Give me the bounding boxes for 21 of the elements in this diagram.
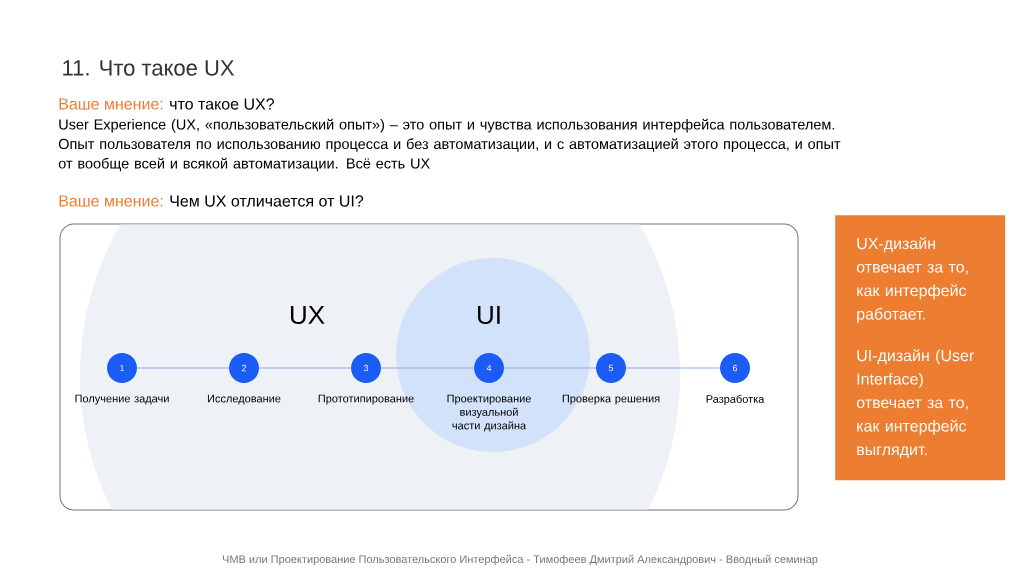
node-label: Проектирование визуальной части дизайна [447, 394, 531, 432]
node-label: Прототипирование [318, 394, 414, 405]
note-box: UX-дизайн отвечает за то, как интерфейс работает. UI-дизайн (User Interface) отвечает за то, как интерфейс выглядит. [835, 215, 1006, 481]
node-label: Получение задачи [75, 394, 169, 405]
connector-line [503, 367, 597, 369]
node-label: Разработка [706, 394, 765, 406]
question-text: Чем UX отличается от UI? [170, 195, 364, 207]
node-label: Исследование [207, 394, 281, 405]
footer-text: ЧМВ или Проектирование Пользовательского Интерфейса - Тимофеев Дмитрий Александрович - Вводный семинар [222, 554, 818, 566]
question-label: Ваше мнение: [59, 98, 163, 110]
slide-title: 11. Что такое UX [63, 60, 235, 76]
connector-line [380, 367, 475, 369]
question-label: Ваше мнение: [59, 195, 163, 207]
connector-line [136, 367, 230, 369]
circle-label: UI [478, 305, 500, 325]
definition-text: User Experience (UX, «пользовательский опыт») – это опыт и чувства использования интерфейса пользователем. Опыт пользователя по использованию процесса и без автоматизации, и с автоматизацией этого процесса, и опыт от вообще всей и всякой автоматизации. Всё есть UX [58, 118, 841, 172]
question-text: что такое UX? [170, 98, 274, 110]
connector-line [625, 367, 721, 369]
connector-line [258, 367, 352, 369]
circle-label: UX [290, 305, 325, 325]
node-label: Проверка решения [562, 394, 660, 405]
